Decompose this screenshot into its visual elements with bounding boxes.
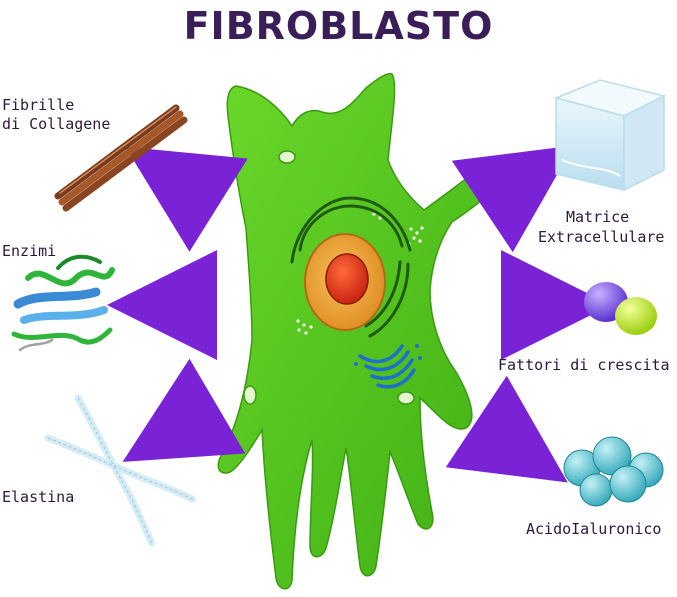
golgi-vesicles — [354, 344, 422, 366]
collagen-fibrils-icon — [54, 104, 188, 212]
label-matrix-line2: Extracellulare — [538, 228, 665, 246]
arrow-to-elastin — [122, 358, 246, 462]
label-matrix: Matrice — [566, 208, 629, 227]
vesicle — [243, 385, 257, 405]
golgi-apparatus — [358, 344, 416, 389]
label-growth-factors: Fattori di crescita — [498, 356, 670, 374]
label-elastin: Elastina — [2, 488, 75, 506]
arrow-to-collagen — [125, 146, 248, 252]
diagram-title: FIBROBLASTO — [183, 4, 494, 48]
label-enzymes: Enzimi — [2, 242, 57, 260]
enzyme-protein-icon — [11, 254, 115, 352]
label-collagen: Fibrille di Collagene — [2, 96, 110, 134]
vesicle — [278, 150, 296, 164]
elastin-fibers-icon — [44, 394, 198, 548]
elastin-fibers-outline — [47, 397, 195, 545]
arrow-to-hyaluronic-acid — [445, 375, 568, 483]
nucleolus-icon — [325, 253, 369, 305]
label-matrix-2: Extracellulare — [538, 228, 664, 247]
label-matrix-line1: Matrice — [566, 208, 630, 226]
arrow-to-matrix — [451, 145, 574, 253]
cell-body — [217, 72, 508, 590]
arrows — [107, 145, 611, 483]
endoplasmic-reticulum — [290, 196, 412, 338]
fibroblast-cell — [217, 72, 508, 590]
vesicle — [397, 391, 415, 405]
hyaluronic-acid-icon — [563, 436, 664, 507]
label-hyaluronic-acid: AcidoIaluronico — [526, 520, 662, 538]
label-collagen-line2: di Collagene — [2, 115, 111, 133]
growth-factors-icon — [584, 282, 657, 335]
extracellular-matrix-cube-icon — [553, 79, 667, 192]
label-collagen-line1: Fibrille — [2, 96, 75, 114]
